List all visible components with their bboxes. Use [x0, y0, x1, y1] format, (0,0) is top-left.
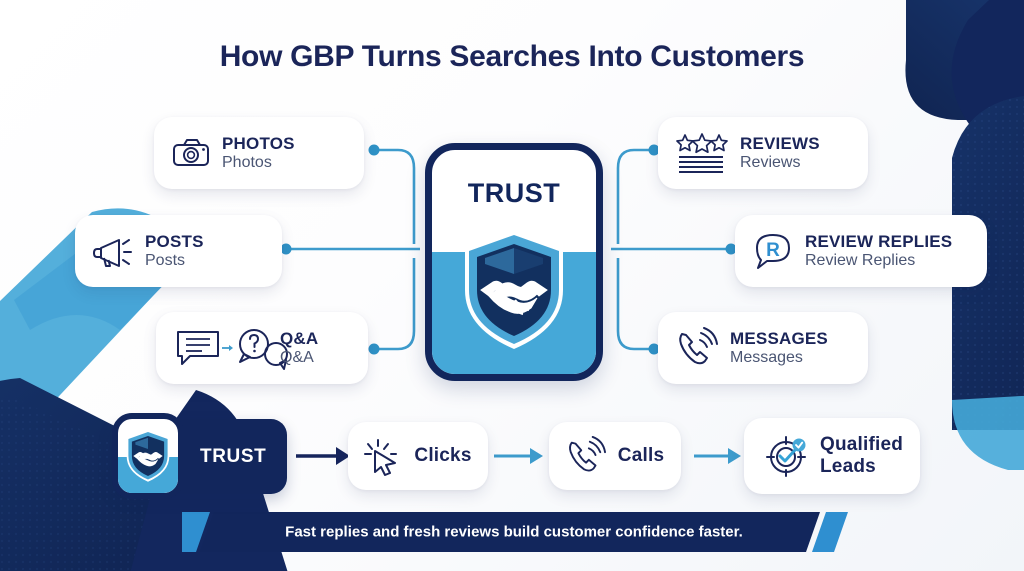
phone-waves-icon	[676, 327, 718, 367]
card-title: MESSAGES	[730, 329, 828, 349]
flow-step-label-line1: Qualified	[820, 434, 904, 456]
flow-step-qualified-leads[interactable]: Qualified Leads	[744, 418, 920, 494]
card-qa[interactable]: Q&A Q&A	[156, 312, 368, 384]
three-stars-lines-icon	[676, 133, 728, 173]
arrow-right-icon-1	[296, 447, 350, 465]
svg-text:R: R	[766, 240, 780, 261]
card-posts[interactable]: POSTS Posts	[75, 215, 282, 287]
card-title: Q&A	[280, 329, 319, 349]
card-subtitle: Posts	[145, 251, 186, 269]
target-check-icon	[766, 435, 808, 477]
card-reviews[interactable]: REVIEWS Reviews	[658, 117, 868, 189]
center-trust-card[interactable]: TRUST	[425, 143, 603, 381]
card-subtitle: Review Replies	[805, 251, 916, 269]
flow-trust-badge[interactable]	[112, 413, 184, 499]
center-trust-label: TRUST	[467, 178, 561, 208]
flow-arrows	[296, 447, 741, 465]
camera-icon	[172, 138, 210, 168]
deco-top-right	[905, 0, 1024, 470]
phone-waves-icon	[566, 436, 606, 475]
card-subtitle: Reviews	[740, 153, 801, 171]
page-title: How GBP Turns Searches Into Customers	[219, 40, 805, 73]
shield-handshake-icon	[459, 228, 569, 352]
flow-step-label: Clicks	[414, 445, 472, 466]
card-title: POSTS	[145, 232, 204, 252]
flow-step-label-line2: Leads	[820, 456, 876, 477]
flow-step-calls[interactable]: Calls	[549, 422, 681, 490]
megaphone-icon	[93, 235, 133, 267]
card-messages[interactable]: MESSAGES Messages	[658, 312, 868, 384]
card-subtitle: Q&A	[280, 348, 314, 366]
card-title: REVIEWS	[740, 134, 820, 154]
reply-bubble-r-icon: R	[753, 232, 793, 270]
flow-step-label: Calls	[617, 445, 665, 466]
shield-handshake-icon	[124, 429, 172, 483]
arrow-right-icon-3	[694, 448, 741, 464]
card-subtitle: Messages	[730, 348, 803, 366]
banner: Fast replies and fresh reviews build cus…	[180, 510, 848, 554]
connector-lines	[280, 144, 737, 355]
card-photos[interactable]: PHOTOS Photos	[154, 117, 364, 189]
card-title: REVIEW REPLIES	[805, 232, 953, 252]
arrow-right-icon-2	[494, 448, 543, 464]
click-cursor-icon	[364, 437, 400, 476]
flow-step-clicks[interactable]: Clicks	[348, 422, 488, 490]
card-subtitle: Photos	[222, 153, 272, 171]
flow-trust-label: TRUST	[200, 445, 267, 467]
card-title: PHOTOS	[222, 134, 295, 154]
card-review-replies[interactable]: R REVIEW REPLIES Review Replies	[735, 215, 987, 287]
question-chat-bubbles-icon	[174, 326, 298, 370]
banner-text: Fast replies and fresh reviews build cus…	[285, 523, 743, 541]
banner-shape	[182, 512, 848, 552]
